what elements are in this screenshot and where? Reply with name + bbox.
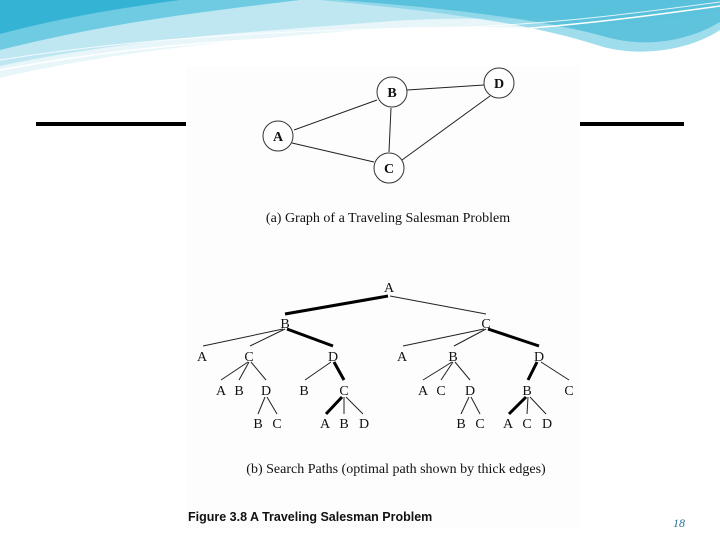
tree-labels: A B C A C D A B D A B D B C A C D B C B … <box>197 281 574 432</box>
tree-node-l1-right: C <box>481 317 490 332</box>
tree-node-l4-7: C <box>475 417 484 432</box>
tree-edge-d-c <box>266 396 278 415</box>
tree-edge-bc-b <box>238 361 250 381</box>
tree-edge-cb-d <box>454 361 471 381</box>
tree-node-l3-1: A <box>216 384 227 399</box>
graph-node-label-c: C <box>384 162 394 177</box>
tree-node-l3-10: C <box>564 384 573 399</box>
graph-caption: (a) Graph of a Traveling Salesman Proble… <box>266 211 510 226</box>
tree-edge-cd-c <box>540 361 570 381</box>
tree-node-l3-3: D <box>261 384 271 399</box>
tree-edge-d-b <box>257 396 266 415</box>
tree-node-l1-left: B <box>280 317 289 332</box>
tree-edge-b-c4 <box>526 396 529 415</box>
tree-edge-cd-b <box>526 361 539 381</box>
graph-node-a: A <box>262 120 294 152</box>
tree-node-l3-4: B <box>299 384 308 399</box>
tree-node-l4-6: B <box>456 417 465 432</box>
tree-edge-cb-a <box>422 361 453 381</box>
graph-edge-c-d <box>401 95 491 161</box>
tree-node-l4-8: A <box>503 417 514 432</box>
tree-node-l3-8: D <box>465 384 475 399</box>
tree-edges <box>202 294 570 416</box>
tree-edge-root-c <box>389 295 487 315</box>
tree-node-l2-4: A <box>397 350 408 365</box>
tree-edge-b-c <box>249 328 286 347</box>
tree-node-l3-2: B <box>234 384 243 399</box>
tree-node-l4-3: A <box>320 417 331 432</box>
tree-node-l4-5: D <box>359 417 369 432</box>
tree-node-l4-1: B <box>253 417 262 432</box>
tree-edge-b-d <box>286 327 334 348</box>
tree-node-l3-7: C <box>436 384 445 399</box>
tree-edge-c-d2 <box>345 396 364 415</box>
page-number: 18 <box>673 516 685 530</box>
tree-node-l3-5: C <box>339 384 348 399</box>
tree-node-root: A <box>384 281 395 296</box>
figure-caption: Figure 3.8 A Traveling Salesman Problem <box>188 510 432 524</box>
tree-caption: (b) Search Paths (optimal path shown by … <box>246 462 546 477</box>
graph-edge-a-b <box>293 99 378 131</box>
graph-node-c: C <box>373 152 405 184</box>
graph-node-d: D <box>483 67 515 99</box>
header-wave-decoration <box>0 0 720 78</box>
graph-node-b: B <box>376 76 408 108</box>
tree-edge-c-a2 <box>324 395 344 416</box>
tree-edge-bc-a <box>220 361 249 381</box>
tree-edge-cb-c <box>440 361 454 381</box>
graph-edge-b-c <box>388 107 392 153</box>
tree-node-l3-6: A <box>418 384 429 399</box>
tree-edge-d-b3 <box>460 396 470 415</box>
graph-edges <box>291 84 491 163</box>
tree-node-l2-2: C <box>244 350 253 365</box>
tree-edge-b-a <box>202 328 284 347</box>
tree-node-l3-9: B <box>522 384 531 399</box>
tree-node-l4-10: D <box>542 417 552 432</box>
tree-edge-root-b <box>284 294 389 316</box>
tree-edge-c-d <box>487 327 540 348</box>
graph-edge-b-d <box>406 84 485 91</box>
tree-node-l4-9: C <box>522 417 531 432</box>
tree-node-l2-3: D <box>328 350 338 365</box>
tree-edge-c-a <box>402 328 485 347</box>
graph-edge-a-c <box>291 142 375 163</box>
tree-edge-bd-c <box>332 361 346 381</box>
graph-node-label-a: A <box>273 130 284 145</box>
tree-edge-b-a4 <box>507 395 528 416</box>
tree-node-l2-6: D <box>534 350 544 365</box>
tree-node-l4-4: B <box>339 417 348 432</box>
tree-edge-bc-d <box>250 361 267 381</box>
tree-node-l2-5: B <box>448 350 457 365</box>
graph-node-label-b: B <box>387 86 396 101</box>
title-rule-left <box>36 122 186 126</box>
graph-node-label-d: D <box>494 77 504 92</box>
tree-edge-bd-b <box>304 361 332 381</box>
tree-node-l4-2: C <box>272 417 281 432</box>
tree-edge-c-b <box>453 328 487 347</box>
tree-node-l2-1: A <box>197 350 208 365</box>
title-rule-right <box>580 122 684 126</box>
tree-edge-d-c3 <box>470 396 481 415</box>
tree-edge-b-d4 <box>529 396 547 415</box>
